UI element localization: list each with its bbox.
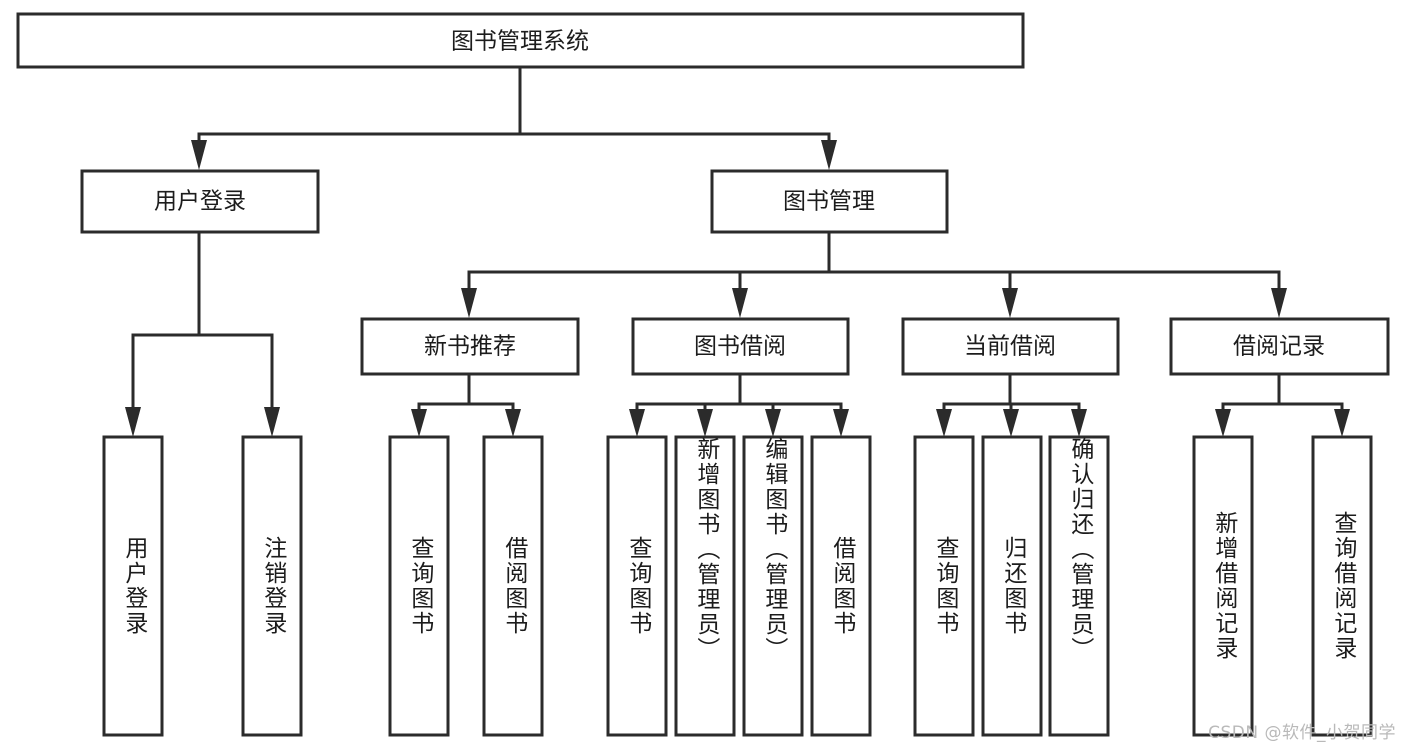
node-new-book-recommend[interactable]: 新书推荐 [360, 317, 580, 376]
arrow-leaf-nb-1 [411, 409, 427, 437]
leaf-box-current-borrow-2[interactable] [981, 435, 1043, 737]
leaf-box-user-login-2[interactable] [241, 435, 303, 737]
arrow-leaf-bb-4 [833, 409, 849, 437]
node-user-login-label: 用户登录 [154, 189, 246, 215]
connector-group-new-book [411, 372, 521, 437]
node-user-login[interactable]: 用户登录 [80, 169, 320, 234]
leaf-box-new-book-2[interactable] [482, 435, 544, 737]
arrow-to-book-manage [821, 140, 837, 170]
node-new-book-recommend-box[interactable] [360, 317, 580, 376]
arrow-to-current-borrow [1002, 288, 1018, 318]
leaf-box-book-borrow-1[interactable] [606, 435, 668, 737]
arrow-leaf-cb-1 [936, 409, 952, 437]
arrow-to-book-borrow [732, 288, 748, 318]
leaf-box-current-borrow-3[interactable] [1048, 435, 1110, 737]
node-current-borrow[interactable]: 当前借阅 [901, 317, 1120, 376]
arrow-to-new-book [461, 288, 477, 318]
arrow-to-user-login [191, 140, 207, 170]
node-new-book-recommend-label: 新书推荐 [424, 334, 516, 360]
connector-group-current-borrow [936, 372, 1087, 437]
node-book-manage-box[interactable] [710, 169, 949, 234]
arrow-leaf-br-2 [1334, 409, 1350, 437]
arrow-leaf-br-1 [1215, 409, 1231, 437]
node-book-borrow-box[interactable] [631, 317, 850, 376]
leaf-box-current-borrow-1[interactable] [913, 435, 975, 737]
node-book-manage[interactable]: 图书管理 [710, 169, 949, 234]
leaf-box-borrow-record-2[interactable] [1311, 435, 1373, 737]
node-user-login-box[interactable] [80, 169, 320, 234]
arrow-leaf-ul-2 [264, 407, 280, 437]
node-current-borrow-label: 当前借阅 [964, 334, 1056, 360]
arrow-leaf-nb-2 [505, 409, 521, 437]
leaf-box-book-borrow-4[interactable] [810, 435, 872, 737]
arrow-leaf-bb-2 [697, 409, 713, 437]
connector-group-book-manage [461, 230, 1287, 318]
arrow-leaf-bb-1 [629, 409, 645, 437]
connector-group-book-borrow [629, 372, 849, 437]
node-current-borrow-box[interactable] [901, 317, 1120, 376]
connector-group-root [191, 65, 837, 170]
arrow-leaf-cb-2 [1003, 409, 1019, 437]
node-borrow-record-box[interactable] [1169, 317, 1390, 376]
arrow-leaf-ul-1 [125, 407, 141, 437]
leaf-box-book-borrow-3[interactable] [742, 435, 804, 737]
node-root[interactable]: 图书管理系统 [16, 12, 1025, 69]
node-borrow-record[interactable]: 借阅记录 [1169, 317, 1390, 376]
node-book-borrow[interactable]: 图书借阅 [631, 317, 850, 376]
arrow-leaf-bb-3 [765, 409, 781, 437]
node-book-manage-label: 图书管理 [783, 189, 875, 215]
leaf-box-book-borrow-2[interactable] [674, 435, 736, 737]
arrow-leaf-cb-3 [1071, 409, 1087, 437]
node-borrow-record-label: 借阅记录 [1233, 334, 1325, 360]
arrow-to-borrow-record [1271, 288, 1287, 318]
leaf-box-user-login-1[interactable] [102, 435, 164, 737]
leaf-box-new-book-1[interactable] [388, 435, 450, 737]
node-root-box[interactable] [16, 12, 1025, 69]
connector-group-borrow-record [1215, 372, 1350, 437]
node-root-label: 图书管理系统 [451, 29, 589, 55]
leaf-box-borrow-record-1[interactable] [1192, 435, 1254, 737]
connector-group-user-login [125, 230, 280, 437]
node-book-borrow-label: 图书借阅 [694, 334, 786, 360]
